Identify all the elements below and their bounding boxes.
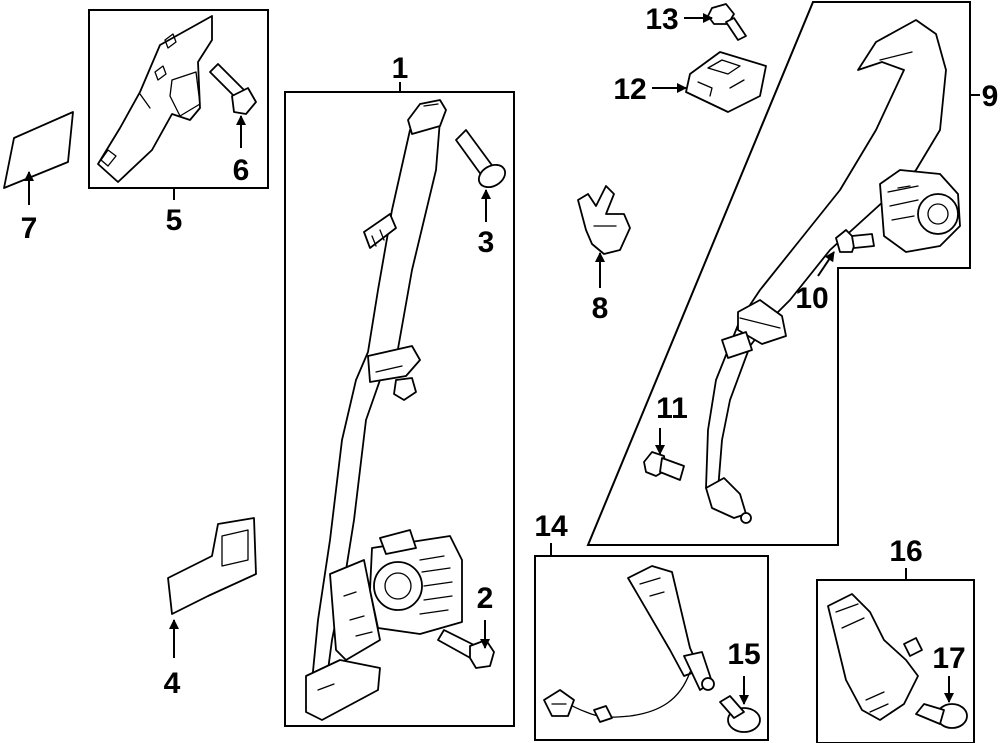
callout-9: 9: [982, 80, 999, 113]
callout-16: 16: [889, 535, 922, 568]
callout-1: 1: [392, 52, 409, 85]
callout-10: 10: [795, 282, 828, 315]
callout-8: 8: [592, 292, 609, 325]
callout-6: 6: [233, 154, 250, 187]
callout-3: 3: [478, 226, 495, 259]
frame-part-16: [816, 579, 975, 743]
part-5-pillar-trim: [97, 15, 213, 183]
part-16-buckle: [827, 593, 923, 721]
callout-14: 14: [534, 510, 568, 543]
frame-part-9: [586, 1, 971, 546]
frame-part-5: [88, 9, 269, 189]
part-11-bolt: [643, 451, 685, 481]
part-3-anchor-bolt: [455, 129, 507, 189]
callout-4: 4: [164, 667, 181, 700]
callout-7: 7: [21, 212, 38, 245]
callout-15: 15: [727, 638, 760, 671]
callout-17: 17: [932, 642, 965, 675]
callout-12: 12: [613, 73, 646, 106]
part-10-bolt: [835, 229, 875, 253]
part-12-cover-plate: [685, 51, 767, 113]
callout-2: 2: [477, 582, 494, 615]
frame-part-14: [534, 555, 769, 741]
part-6-bolt: [209, 63, 257, 115]
part-17-bolt: [915, 703, 968, 729]
part-1-seat-belt-assembly: [305, 99, 463, 721]
leader-10: [817, 251, 835, 277]
part-7-trim-panel: [3, 111, 74, 189]
part-14-buckle: [543, 565, 715, 723]
callout-11: 11: [656, 392, 688, 425]
part-13-bolt: [707, 3, 747, 41]
callout-5: 5: [166, 204, 183, 237]
callout-13: 13: [645, 3, 678, 36]
part-8-clip: [577, 185, 631, 255]
part-4-bracket-plate: [167, 517, 257, 615]
part-15-bolt: [719, 695, 761, 733]
